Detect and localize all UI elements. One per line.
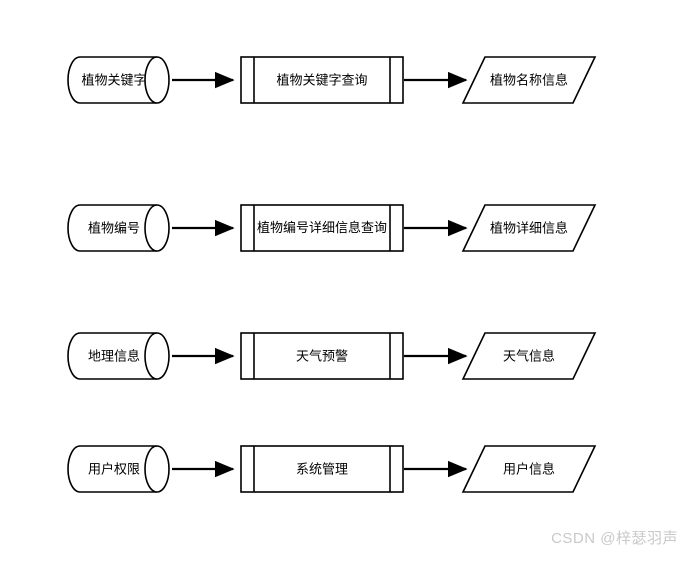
csdn-watermark: CSDN @梓瑟羽声: [551, 530, 678, 547]
process-4-label: 系统管理: [296, 461, 348, 476]
data-store-1[interactable]: 植物关键字: [67, 56, 170, 104]
process-2-label: 植物编号详细信息查询: [256, 219, 387, 235]
process-2[interactable]: 植物编号详细信息查询: [240, 204, 404, 252]
output-3-label: 天气信息: [503, 348, 555, 363]
output-1-label: 植物名称信息: [490, 72, 568, 87]
data-store-3-label: 地理信息: [88, 348, 140, 363]
process-1-label: 植物关键字查询: [276, 72, 367, 87]
flow-row-3: 地理信息 天气预警 天气信息: [67, 332, 597, 380]
output-4[interactable]: 用户信息: [461, 445, 597, 493]
data-store-2-label: 植物编号: [88, 220, 140, 235]
flow-row-1: 植物关键字 植物关键字查询 植物名称信息: [67, 56, 597, 104]
flow-row-4: 用户权限 系统管理 用户信息: [67, 445, 597, 493]
output-3[interactable]: 天气信息: [461, 332, 597, 380]
output-4-label: 用户信息: [503, 461, 555, 476]
output-2[interactable]: 植物详细信息: [461, 204, 597, 252]
output-1[interactable]: 植物名称信息: [461, 56, 597, 104]
process-1[interactable]: 植物关键字查询: [240, 56, 404, 104]
process-3[interactable]: 天气预警: [240, 332, 404, 380]
data-store-2[interactable]: 植物编号: [67, 204, 170, 252]
data-store-4[interactable]: 用户权限: [67, 445, 170, 493]
data-store-3[interactable]: 地理信息: [67, 332, 170, 380]
process-3-label: 天气预警: [296, 348, 348, 363]
output-2-label: 植物详细信息: [490, 220, 568, 235]
flow-row-2: 植物编号 植物编号详细信息查询 植物详细信息: [67, 204, 597, 252]
data-store-4-label: 用户权限: [88, 461, 140, 476]
process-4[interactable]: 系统管理: [240, 445, 404, 493]
data-store-1-label: 植物关键字: [81, 72, 146, 87]
